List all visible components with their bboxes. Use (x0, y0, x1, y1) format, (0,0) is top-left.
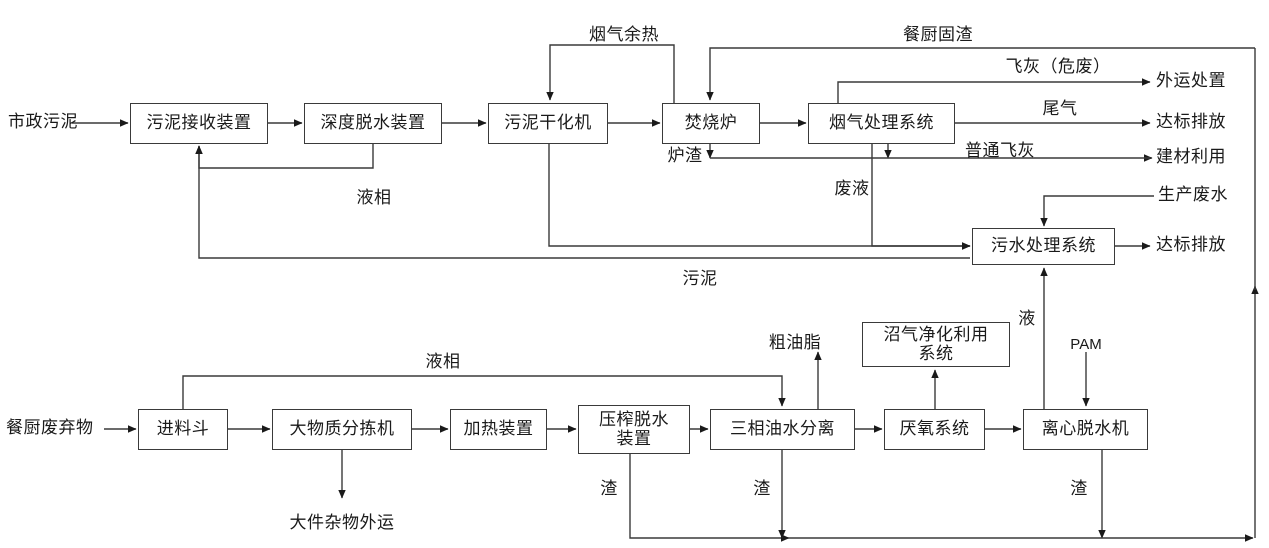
node-three-phase-separator[interactable]: 三相油水分离 (710, 409, 855, 450)
terminal-building-material: 建材利用 (1156, 147, 1226, 166)
edge-sludge-return-to-receiving (195, 145, 970, 259)
node-bulk-sorter[interactable]: 大物质分拣机 (272, 409, 412, 450)
edge-waste-liquid-to-wastewater (871, 144, 971, 250)
label-sludge-return: 污泥 (682, 269, 718, 288)
edge-hopper-liquid-to-separator (182, 375, 786, 409)
node-centrifuge-dewaterer[interactable]: 离心脱水机 (1023, 409, 1148, 450)
edge-kitchen-residue-to-incinerator (706, 47, 1255, 101)
terminal-offsite-disposal: 外运处置 (1156, 71, 1226, 90)
label-ordinary-fly-ash: 普通飞灰 (965, 141, 1035, 160)
node-press-dewatering[interactable]: 压榨脱水 装置 (578, 405, 690, 454)
label-tail-gas: 尾气 (1042, 99, 1078, 118)
edge-dryer-liquid-to-wastewater (548, 144, 971, 250)
node-biogas-purification[interactable]: 沼气净化利用 系统 (862, 322, 1010, 367)
edge-liquid-phase-to-receiving (195, 144, 374, 169)
node-feed-hopper[interactable]: 进料斗 (138, 409, 228, 450)
label-residue-separator: 渣 (753, 479, 771, 498)
terminal-kitchen-waste: 餐厨废弃物 (6, 418, 94, 437)
label-liquid-return: 液 (1018, 309, 1036, 328)
label-residue-centrifuge: 渣 (1070, 479, 1088, 498)
node-heating-device[interactable]: 加热装置 (450, 409, 547, 450)
label-bottom-slag: 炉渣 (667, 146, 703, 165)
label-kitchen-solid-residue: 餐厨固渣 (903, 25, 973, 44)
edge-press-residue-down (629, 454, 790, 542)
label-liquid-phase-bottom: 液相 (425, 352, 461, 371)
label-residue-press: 渣 (600, 479, 618, 498)
terminal-compliant-discharge-top: 达标排放 (1156, 112, 1226, 131)
node-deep-dewatering[interactable]: 深度脱水装置 (304, 103, 442, 144)
label-waste-liquid: 废液 (834, 179, 870, 198)
terminal-municipal-sludge: 市政污泥 (8, 112, 78, 131)
node-wastewater-treatment[interactable]: 污水处理系统 (972, 228, 1115, 265)
node-anaerobic-system[interactable]: 厌氧系统 (884, 409, 985, 450)
label-fly-ash-hazardous: 飞灰（危废） (1005, 57, 1111, 76)
terminal-bulk-debris-out: 大件杂物外运 (289, 513, 395, 532)
terminal-pam-dosing: PAM (1070, 336, 1102, 353)
edge-fly-ash-to-offsite (837, 78, 1151, 103)
label-liquid-phase-top: 液相 (356, 188, 392, 207)
label-flue-gas-waste-heat: 烟气余热 (589, 25, 659, 44)
edge-waste-heat-to-dryer (546, 44, 675, 103)
terminal-compliant-discharge-mid: 达标排放 (1156, 235, 1226, 254)
node-sludge-receiving[interactable]: 污泥接收装置 (130, 103, 268, 144)
node-flue-gas-treatment[interactable]: 烟气处理系统 (808, 103, 955, 144)
node-sludge-dryer[interactable]: 污泥干化机 (488, 103, 608, 144)
edge-production-wastewater-in (1040, 195, 1154, 227)
terminal-production-wastewater: 生产废水 (1158, 185, 1228, 204)
terminal-crude-oil: 粗油脂 (768, 333, 822, 352)
node-incinerator[interactable]: 焚烧炉 (662, 103, 760, 144)
